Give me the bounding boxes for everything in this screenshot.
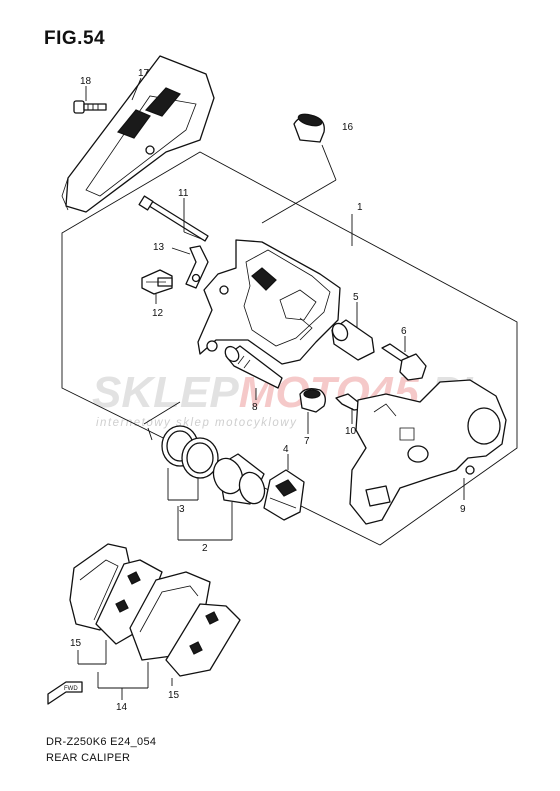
part-1-caliper-body[interactable]	[197, 239, 341, 365]
callout-labels: 1 2 3 4 5 6 7 8 9 10 11 13 12 14 15 15 1…	[70, 68, 466, 713]
callout-9: 9	[460, 504, 466, 515]
part-15-shim-right[interactable]	[165, 603, 241, 677]
figure-title: FIG.54	[44, 28, 106, 49]
callout-12: 12	[152, 308, 164, 319]
part-17-bracket-guard[interactable]	[61, 55, 215, 213]
callout-1: 1	[357, 202, 363, 213]
part-15-shim-left[interactable]	[95, 559, 163, 645]
callout-6: 6	[401, 326, 407, 337]
leader-lines	[77, 77, 465, 700]
part-9-bracket[interactable]	[349, 379, 507, 525]
part-14-brake-pad-right[interactable]	[129, 571, 211, 661]
part-16-cap[interactable]	[293, 112, 325, 143]
callout-14: 14	[116, 702, 128, 713]
callout-5: 5	[353, 292, 359, 303]
callout-11: 11	[178, 188, 189, 199]
part-4-pad-spring[interactable]	[263, 469, 305, 521]
callout-13: 13	[153, 242, 165, 253]
leader-16-to-caliper-b	[261, 179, 337, 224]
callout-17: 17	[138, 68, 150, 79]
part-11-pin[interactable]	[138, 195, 209, 242]
forward-direction-marker: FWD	[47, 681, 83, 705]
callout-2: 2	[202, 543, 208, 554]
part-12-bleeder[interactable]	[141, 269, 173, 295]
part-3-seals[interactable]	[161, 425, 219, 479]
callout-15a: 15	[70, 638, 82, 649]
part-18-bolt[interactable]	[73, 100, 107, 114]
part-5-sleeve[interactable]	[329, 319, 375, 361]
model-code-caption: DR-Z250K6 E24_054	[46, 736, 157, 748]
callout-4: 4	[283, 444, 289, 455]
leader-16-to-caliper	[321, 144, 337, 181]
callout-15b: 15	[168, 690, 180, 701]
part-7-boot[interactable]	[299, 388, 326, 413]
callout-3: 3	[179, 504, 185, 515]
callout-7: 7	[304, 436, 310, 447]
part-6-bolt[interactable]	[381, 343, 427, 381]
callout-10: 10	[345, 426, 357, 437]
watermark-tagline: internetowy sklep motocyklowy	[96, 417, 297, 429]
callout-16: 16	[342, 122, 354, 133]
part-8-slide-pin[interactable]	[222, 344, 283, 389]
callout-18: 18	[80, 76, 92, 87]
part-2-piston[interactable]	[209, 453, 269, 507]
assembly-name-caption: REAR CALIPER	[46, 752, 131, 764]
watermark-brand-part1: SKLEP	[92, 368, 239, 417]
callout-8: 8	[252, 402, 258, 413]
part-13-clip[interactable]	[185, 245, 209, 289]
assembly-frame	[61, 151, 518, 546]
fwd-label: FWD	[64, 686, 78, 692]
